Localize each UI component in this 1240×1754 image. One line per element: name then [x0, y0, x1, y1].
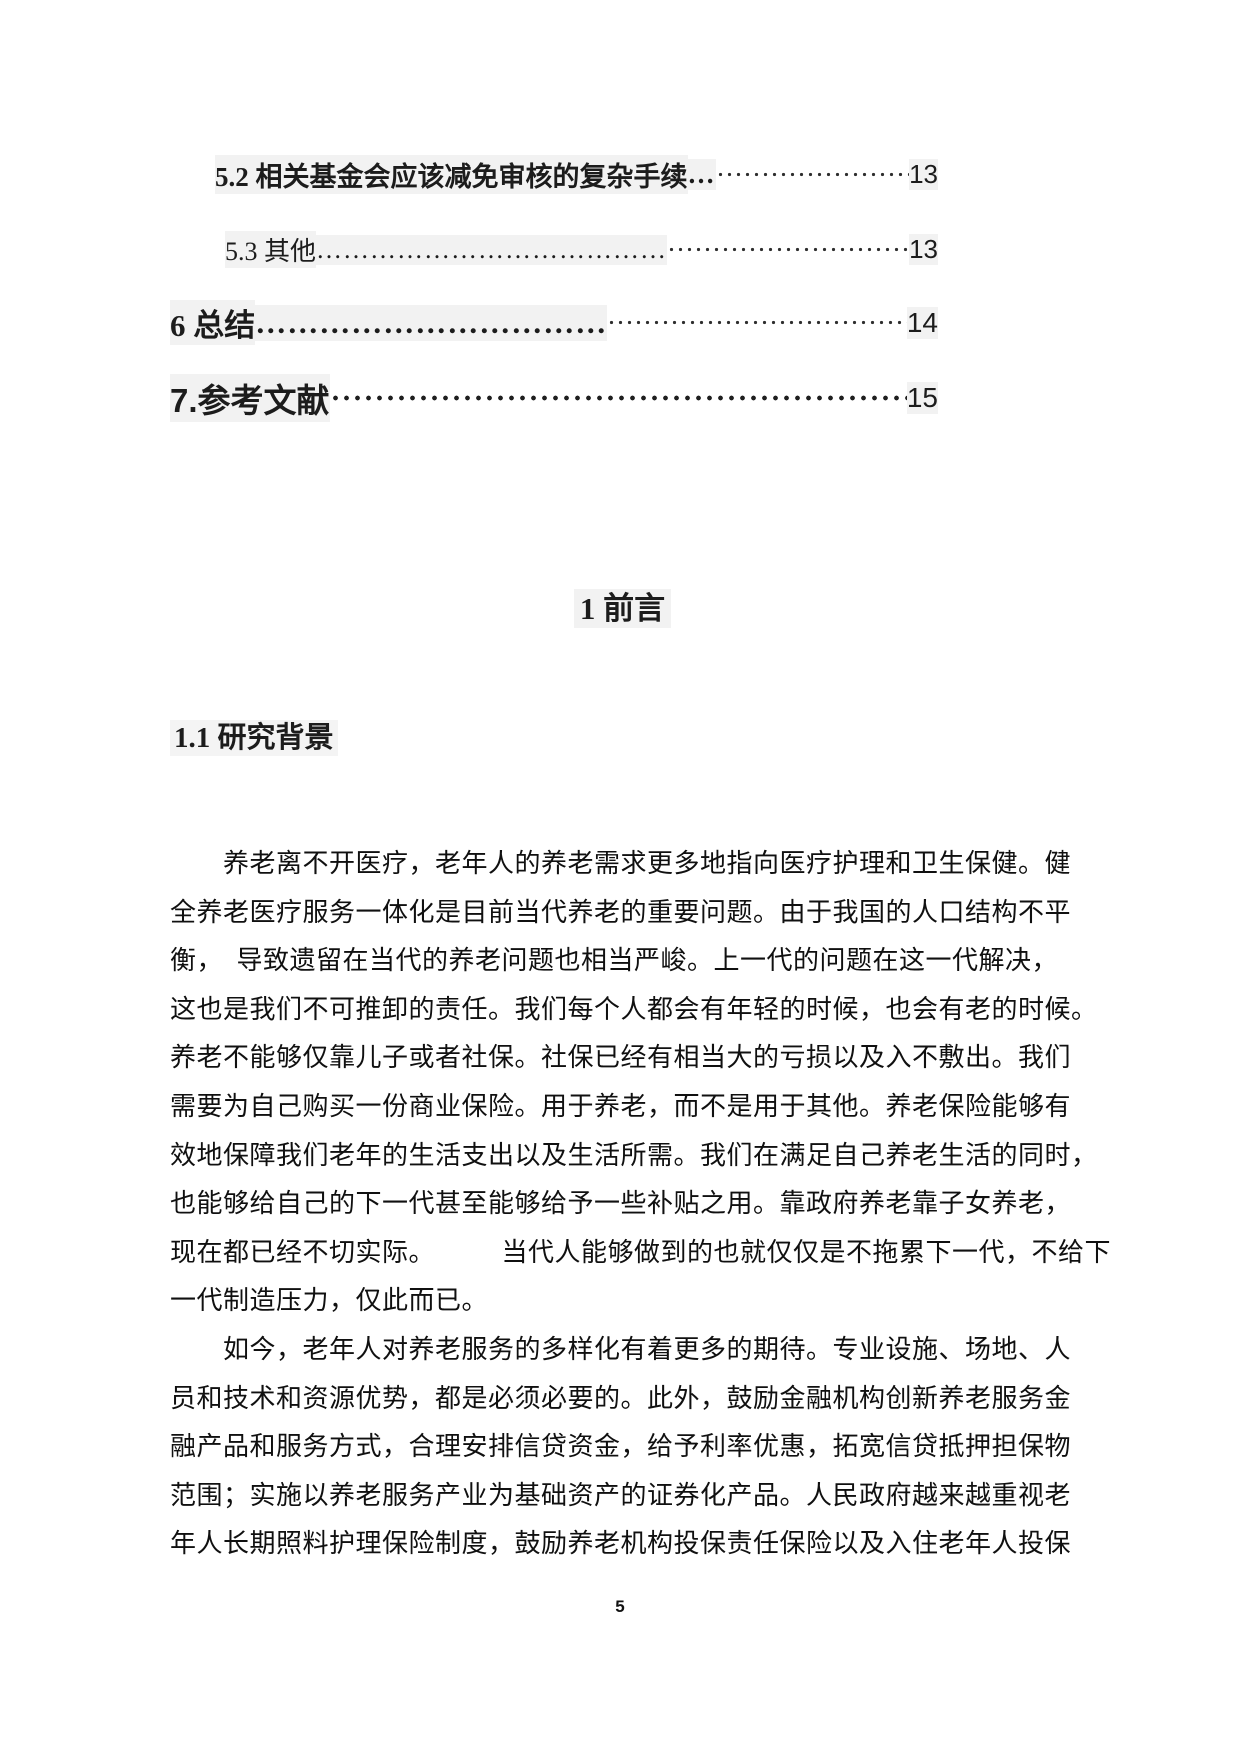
toc-dot-run: …………………………… — [255, 304, 608, 341]
toc-dot-run: … — [687, 159, 716, 190]
toc-dot-leader — [607, 300, 907, 345]
body-text-line: 融产品和服务方式，合理安排信贷资金，给予利率优惠，拓宽信贷抵押担保物 — [170, 1432, 1072, 1462]
body-text-line: 现在都已经不切实际。 当代人能够做到的也就仅仅是不拖累下一代，不给下 — [170, 1237, 1112, 1267]
toc-page-number: 13 — [909, 234, 938, 265]
body-text-line: 养老离不开医疗，老年人的养老需求更多地指向医疗护理和卫生保健。健 — [170, 849, 1072, 878]
toc-entry-5-3[interactable]: 5.3 其他………………………………… 13 — [170, 231, 938, 268]
toc-dot-run: ………………………………… — [316, 234, 668, 265]
toc-entry-5-2[interactable]: 5.2 相关基金会应该减免审核的复杂手续… 13 — [170, 155, 938, 194]
footer-page-number: 5 — [615, 1597, 625, 1616]
toc-entry-label: 7.参考文献 — [170, 374, 330, 422]
toc-entry-7[interactable]: 7.参考文献 15 — [170, 374, 938, 422]
toc-dot-leader — [667, 231, 910, 268]
toc-page-number: 14 — [906, 306, 938, 339]
section-heading: 1.1 研究背景 — [170, 714, 338, 756]
chapter-heading: 1 前言 — [170, 583, 1075, 628]
toc-entry-label: 6 总结 — [170, 300, 256, 345]
toc-entry-label: 5.2 相关基金会应该减免审核的复杂手续 — [215, 155, 688, 194]
body-paragraph-2: 如今，老年人对养老服务的多样化有着更多的期待。专业设施、场地、人 员和技术和资源… — [170, 1326, 1080, 1569]
body-text-line: 范围；实施以养老服务产业为基础资产的证券化产品。人民政府越来越重视老 — [170, 1480, 1072, 1510]
toc-dot-leader — [715, 155, 910, 194]
toc-dot-leader — [329, 374, 907, 422]
body-text-line: 员和技术和资源优势，都是必须必要的。此外，鼓励金融机构创新养老服务金 — [170, 1383, 1072, 1413]
body-text-line: 这也是我们不可推卸的责任。我们每个人都会有年轻的时候，也会有老的时候。 — [170, 994, 1098, 1024]
body-paragraph-1: 养老离不开医疗，老年人的养老需求更多地指向医疗护理和卫生保健。健 全养老医疗服务… — [170, 840, 1112, 1326]
body-text-line: 一代制造压力，仅此而已。 — [170, 1286, 489, 1316]
body-text-line: 全养老医疗服务一体化是目前当代养老的重要问题。由于我国的人口结构不平 — [170, 897, 1072, 927]
body-text-line: 年人长期照料护理保险制度，鼓励养老机构投保责任保险以及入住老年人投保 — [170, 1529, 1072, 1559]
section-heading-text: 1.1 研究背景 — [170, 720, 338, 756]
body-text-line: 养老不能够仅靠儿子或者社保。社保已经有相当大的亏损以及入不敷出。我们 — [170, 1043, 1072, 1073]
body-text-line: 也能够给自己的下一代甚至能够给予一些补贴之用。靠政府养老靠子女养老， — [170, 1189, 1072, 1219]
body-text-line: 需要为自己购买一份商业保险。用于养老，而不是用于其他。养老保险能够有 — [170, 1091, 1072, 1121]
toc-page-number: 13 — [909, 159, 938, 190]
body-text-line: 如今，老年人对养老服务的多样化有着更多的期待。专业设施、场地、人 — [170, 1335, 1072, 1364]
toc-entry-6[interactable]: 6 总结…………………………… 14 — [170, 300, 938, 345]
toc-page-number: 15 — [906, 382, 938, 414]
body-text-line: 衡， 导致遗留在当代的养老问题也相当严峻。上一代的问题在这一代解决， — [170, 946, 1059, 976]
chapter-heading-text: 1 前言 — [573, 589, 672, 628]
toc-entry-label: 5.3 其他 — [225, 231, 317, 268]
body-text-line: 效地保障我们老年的生活支出以及生活所需。我们在满足自己养老生活的同时， — [170, 1140, 1098, 1170]
